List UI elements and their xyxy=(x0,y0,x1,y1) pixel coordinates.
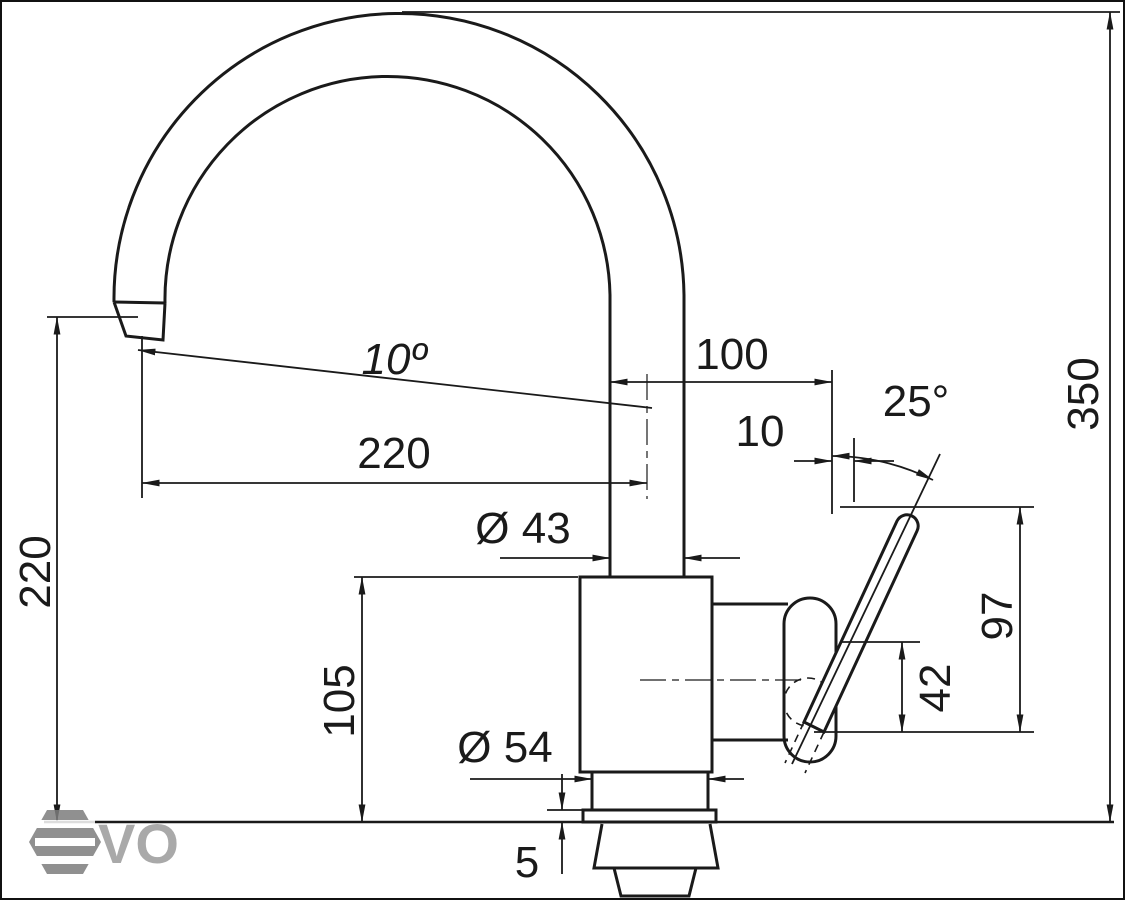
logo-hexagon-slot xyxy=(35,838,95,846)
dim-5-label: 5 xyxy=(515,838,539,887)
dim-plate-thickness: 5 xyxy=(515,774,596,887)
under-counter-body xyxy=(592,823,720,870)
dim-dia43-label: Ø 43 xyxy=(475,504,570,553)
dim-42-label: 42 xyxy=(911,664,960,713)
deck-flange xyxy=(581,808,718,824)
dim-dia54-label: Ø 54 xyxy=(457,723,552,772)
handle-lever xyxy=(802,513,920,735)
dim-base-diameter: Ø 54 xyxy=(457,723,744,783)
logo-hexagon-slot xyxy=(35,820,95,828)
dim-220h-label: 220 xyxy=(357,429,430,478)
watermark-text: VO xyxy=(98,812,179,875)
dim-body-height: 105 xyxy=(315,576,578,823)
angle-line xyxy=(137,348,653,409)
spout-outer-arc xyxy=(112,12,686,577)
dim-handle-top-height: 97 xyxy=(814,506,1034,733)
hidden-handle-edge-1 xyxy=(804,731,825,774)
angle-arc xyxy=(831,452,934,481)
dim-handle-angle: 25° xyxy=(831,377,950,481)
faucet-body xyxy=(578,575,714,774)
spout-inner-arc xyxy=(163,74,612,577)
dim-spout-angle: 10º xyxy=(137,335,653,409)
dim-tube-diameter: Ø 43 xyxy=(475,504,740,562)
dim-10-label: 10 xyxy=(736,407,785,456)
dim-handle-offset: 10 xyxy=(736,407,894,502)
dim-handle-drop: 42 xyxy=(840,641,960,733)
dim-100-label: 100 xyxy=(695,330,768,379)
dim-spout-height: 220 xyxy=(11,316,138,823)
spout-tip xyxy=(112,301,167,342)
spout-tip-seam xyxy=(113,300,166,305)
handle-axis-line xyxy=(791,453,941,765)
faucet-outline xyxy=(44,12,1114,898)
dim-220v-label: 220 xyxy=(11,535,60,608)
dim-105-label: 105 xyxy=(315,664,364,737)
logo-hexagon-slot xyxy=(35,856,95,864)
dim-spout-reach: 220 xyxy=(141,336,648,498)
hidden-handle-edge-2 xyxy=(784,721,805,764)
dim-25deg-label: 25° xyxy=(883,377,950,426)
mounting-shank xyxy=(612,867,698,898)
dim-350-label: 350 xyxy=(1059,357,1108,430)
dimensions: 350 220 220 100 10 2 xyxy=(11,11,1120,887)
dim-total-height: 350 xyxy=(402,11,1120,823)
dim-10deg-label: 10º xyxy=(361,335,428,384)
dim-spout-to-handle: 100 xyxy=(609,330,833,514)
brand-watermark: VO xyxy=(29,810,179,875)
dim-97-label: 97 xyxy=(973,592,1022,641)
